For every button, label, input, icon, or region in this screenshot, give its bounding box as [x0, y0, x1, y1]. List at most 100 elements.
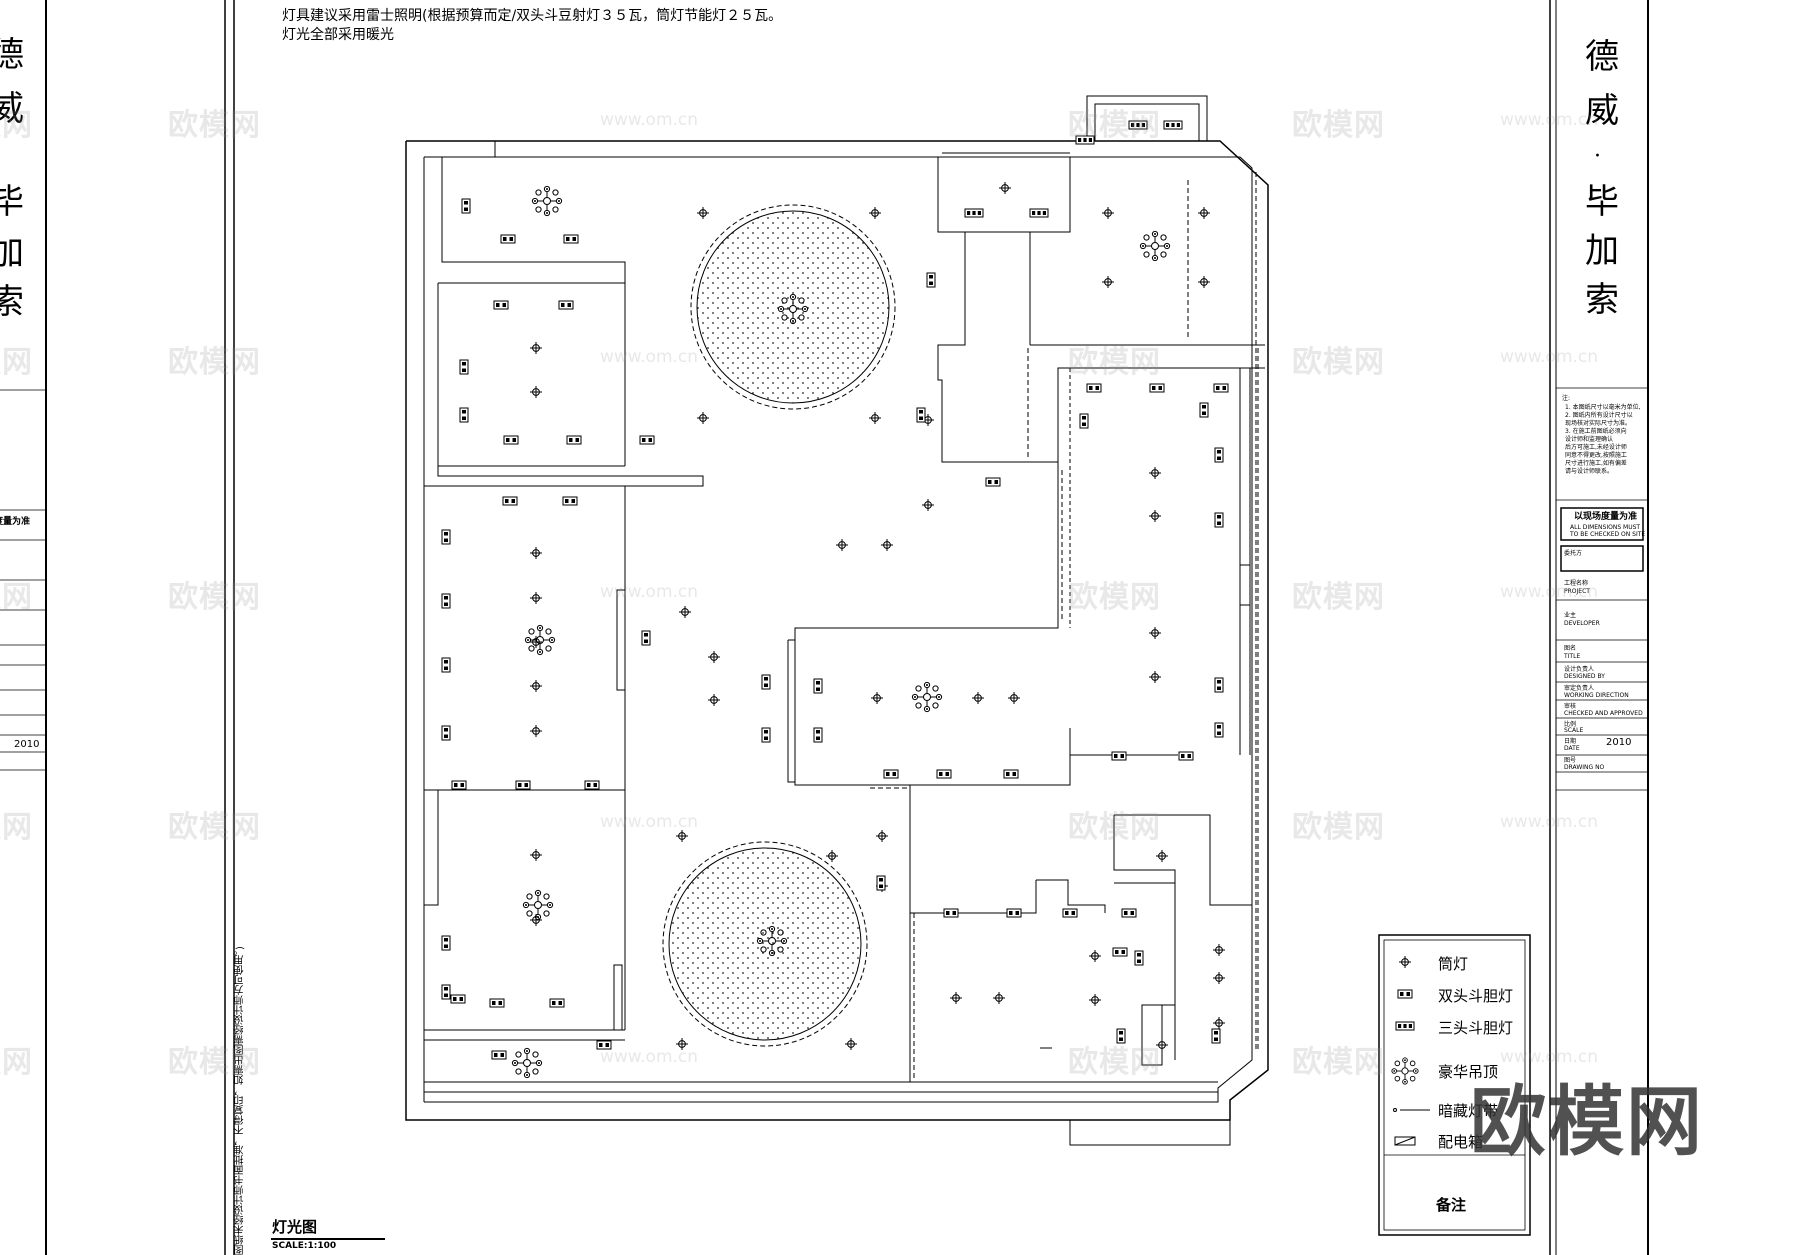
watermark-text: 欧模网 — [0, 810, 33, 845]
downlight-fixture — [1101, 206, 1115, 220]
downlight-fixture — [1212, 1016, 1226, 1030]
drawing-no-en: DRAWING NO — [1564, 764, 1605, 771]
watermark-text: 欧模网 — [0, 345, 33, 380]
double-spotlight-vertical-fixture — [761, 674, 771, 690]
notes-heading: 注: — [1562, 395, 1571, 402]
legend-label-double-spotlight: 双头斗胆灯 — [1438, 987, 1514, 1005]
watermark-url: www.om.cn — [1500, 347, 1599, 367]
director-label: 审定负责人 — [1564, 685, 1595, 692]
double-spotlight-vertical-fixture — [461, 198, 471, 214]
year: 2010 — [1606, 737, 1632, 748]
title-char-de: 德 — [1585, 37, 1619, 77]
double-spotlight-fixture — [985, 477, 1001, 487]
drawing-title: 灯光图 — [272, 1218, 318, 1236]
watermark-text: 欧模网 — [1292, 108, 1385, 143]
double-spotlight-fixture — [1086, 383, 1102, 393]
downlight-fixture — [1007, 691, 1021, 705]
downlight-fixture — [870, 691, 884, 705]
legend-label-downlight: 筒灯 — [1438, 955, 1469, 973]
site-check-en2: TO BE CHECKED ON SITE — [1570, 531, 1646, 538]
watermark-text: 欧模网 — [168, 108, 261, 143]
downlight-fixture — [1088, 949, 1102, 963]
watermark-text: 欧模网 — [1292, 580, 1385, 615]
circular-ceiling-bottom — [662, 841, 868, 1047]
downlight-fixture — [921, 498, 935, 512]
double-spotlight-fixture — [502, 496, 518, 506]
downlight-fixture — [1212, 943, 1226, 957]
downlight-fixture — [1197, 275, 1211, 289]
note-line-3: 现场核对实际尺寸为准。 — [1565, 420, 1632, 427]
double-spotlight-fixture — [1121, 908, 1137, 918]
double-spotlight-fixture — [500, 234, 516, 244]
downlight-fixture — [529, 341, 543, 355]
triple-spotlight-fixture — [964, 208, 984, 218]
right-title-block — [1556, 387, 1648, 791]
double-spotlight-fixture — [943, 908, 959, 918]
director-en: WORKING DIRECTION — [1564, 692, 1629, 699]
double-spotlight-vertical-fixture — [761, 727, 771, 743]
double-spotlight-vertical-fixture — [441, 725, 451, 741]
downlight-fixture — [949, 991, 963, 1005]
date-label: 日期 — [1564, 738, 1577, 745]
floor-plan-walls — [405, 95, 1269, 1146]
downlight-fixture — [1148, 670, 1162, 684]
double-spotlight-fixture — [639, 435, 655, 445]
double-spotlight-fixture — [563, 234, 579, 244]
title-char-suo: 索 — [1585, 280, 1619, 320]
downlight-fixture — [1148, 626, 1162, 640]
double-spotlight-vertical-fixture — [916, 407, 926, 423]
watermark-text: 欧模网 — [0, 1045, 33, 1080]
watermark-url: www.om.cn — [1500, 812, 1599, 832]
double-spotlight-fixture — [1111, 751, 1127, 761]
site-check-cn: 以现场度量为准 — [1574, 512, 1638, 522]
chandelier-fixture — [522, 889, 554, 921]
legend-label-triple-spotlight: 三头斗胆灯 — [1438, 1019, 1514, 1037]
watermark-text: 欧模网 — [168, 580, 261, 615]
double-spotlight-vertical-fixture — [876, 875, 886, 891]
project-en: PROJECT — [1564, 588, 1590, 595]
title-char-jia: 加 — [1585, 231, 1619, 271]
watermark-text: 欧模网 — [0, 108, 33, 143]
left-site-check-text: 度量为准 — [0, 517, 31, 527]
double-spotlight-fixture — [558, 300, 574, 310]
double-spotlight-vertical-fixture — [1214, 677, 1224, 693]
double-spotlight-fixture — [1149, 383, 1165, 393]
left-title-char-4: 加 — [0, 233, 24, 273]
drawing-no-label: 图号 — [1564, 757, 1577, 764]
downlight-fixture — [529, 546, 543, 560]
scale-label: 比例 — [1564, 721, 1577, 728]
project-label: 工程名称 — [1564, 580, 1589, 587]
triple-spotlight-fixture — [1163, 120, 1183, 130]
watermark-text: 欧模网 — [168, 1045, 261, 1080]
legend-label-chandelier: 豪华吊顶 — [1438, 1063, 1499, 1081]
double-spotlight-vertical-fixture — [459, 359, 469, 375]
note-line-6: 后方可施工,未经设计师 — [1565, 444, 1627, 451]
double-spotlight-vertical-fixture — [441, 935, 451, 951]
chandelier-fixture — [911, 681, 943, 713]
downlight-fixture — [835, 538, 849, 552]
double-spotlight-fixture — [1062, 908, 1078, 918]
double-spotlight-fixture — [451, 780, 467, 790]
downlight-fixture — [1148, 466, 1162, 480]
watermark-url: www.om.cn — [1500, 582, 1599, 602]
watermark-url: www.om.cn — [1500, 110, 1599, 130]
double-spotlight-vertical-fixture — [1214, 447, 1224, 463]
downlight-fixture — [1148, 509, 1162, 523]
double-spotlight-vertical-fixture — [441, 984, 451, 1000]
drawing-scale: SCALE:1:100 — [272, 1241, 337, 1251]
downlight-fixture — [529, 385, 543, 399]
double-spotlight-fixture — [1213, 383, 1229, 393]
double-spotlight-fixture — [1112, 947, 1128, 957]
downlight-fixture — [696, 206, 710, 220]
double-spotlight-vertical-fixture — [813, 727, 823, 743]
double-spotlight-vertical-fixture — [1211, 1028, 1221, 1044]
scale-en: SCALE — [1564, 727, 1584, 734]
watermark-text: 欧模网 — [1068, 1045, 1161, 1080]
legend-label-distribution-box: 配电箱 — [1438, 1133, 1484, 1151]
double-spotlight-fixture — [493, 300, 509, 310]
downlight-fixture — [529, 679, 543, 693]
double-spotlight-vertical-fixture — [1079, 413, 1089, 429]
watermark-text: 欧模网 — [168, 810, 261, 845]
designer-label: 设计负责人 — [1564, 666, 1595, 673]
note-line-9: 请与设计师联系。 — [1565, 468, 1614, 475]
